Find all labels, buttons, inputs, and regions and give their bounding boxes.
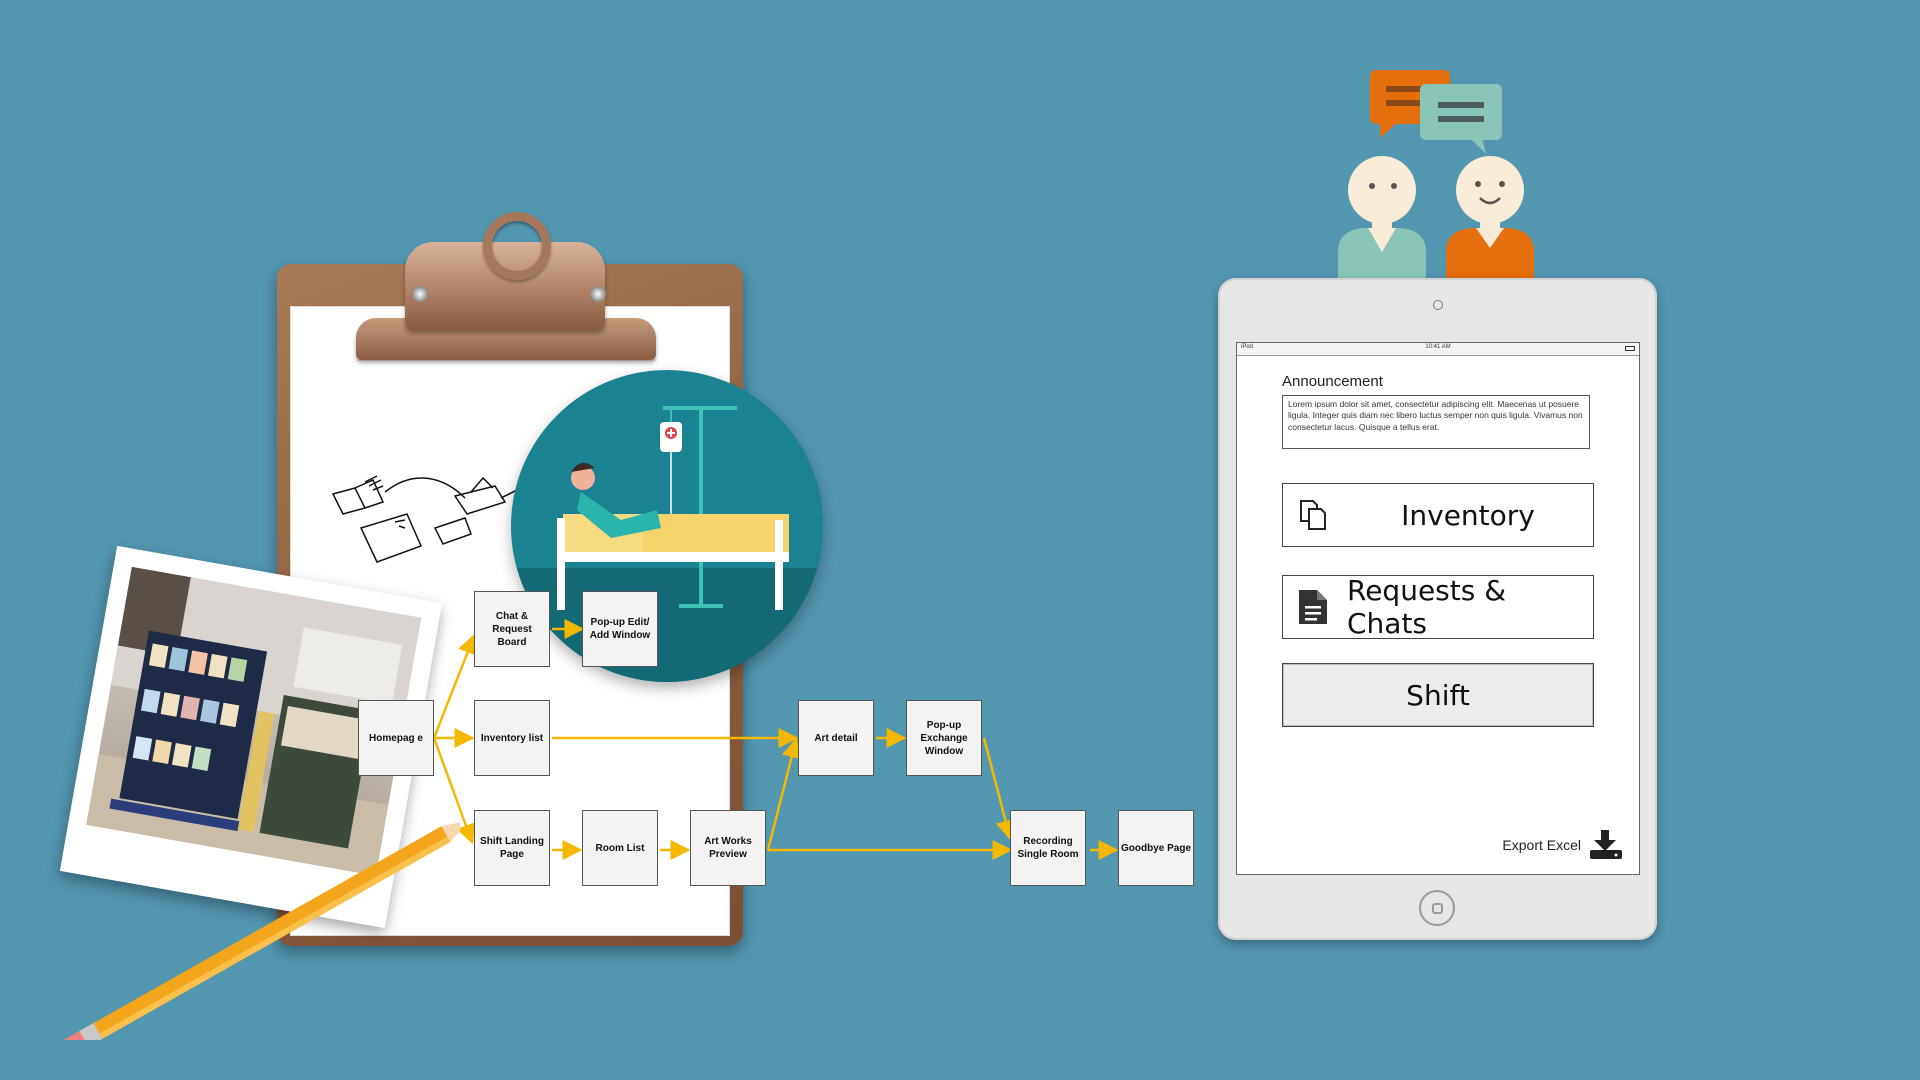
edge-homepage-chat	[432, 633, 477, 739]
requests-chats-button[interactable]: Requests & Chats	[1282, 574, 1594, 640]
flow-node-art-works-preview: Art Works Preview	[690, 810, 766, 886]
sketch-drawing	[331, 475, 518, 563]
clip-bolt-left	[412, 286, 428, 302]
tablet-screen: iPod 10:41 AM Announcement Lorem ipsum d…	[1236, 342, 1640, 875]
download-icon	[1590, 830, 1622, 859]
export-excel-label: Export Excel	[1502, 837, 1581, 853]
flow-node-popup-edit-window: Pop-up Edit/ Add Window	[582, 591, 658, 667]
polaroid-photo	[59, 545, 443, 929]
document-icon	[1283, 588, 1343, 626]
flow-node-inventory-list: Inventory list	[474, 700, 550, 776]
person-right-icon	[1446, 156, 1534, 284]
hospital-bed-illustration	[511, 370, 823, 682]
status-device: iPod	[1241, 344, 1254, 350]
announcement-text: Lorem ipsum dolor sit amet, consectetur …	[1282, 395, 1590, 449]
flow-node-art-detail: Art detail	[798, 700, 874, 776]
flow-node-room-list: Room List	[582, 810, 658, 886]
clip-ring	[483, 212, 551, 280]
flow-node-homepage: Homepag e	[358, 700, 434, 776]
edge-art-preview-art-detail	[766, 737, 802, 851]
flow-node-shift-landing-page: Shift Landing Page	[474, 810, 550, 886]
pencil-icon	[58, 820, 460, 1040]
requests-chats-button-label: Requests & Chats	[1347, 574, 1507, 640]
inventory-button[interactable]: Inventory	[1282, 483, 1594, 547]
export-excel-button[interactable]: Export Excel	[1502, 830, 1623, 860]
edge-homepage-shift	[432, 737, 476, 845]
status-time: 10:41 AM	[1425, 344, 1451, 350]
tablet-home-button[interactable]	[1419, 890, 1455, 926]
edge-popup-exchange-recording	[982, 737, 1016, 841]
clip-bolt-right	[590, 286, 606, 302]
art-cart-illustration	[86, 566, 422, 876]
art-cart-photo	[86, 566, 422, 876]
shift-button-label: Shift	[1406, 678, 1470, 712]
inventory-button-label: Inventory	[1401, 498, 1535, 532]
person-left-icon	[1338, 156, 1426, 284]
status-bar: iPod 10:41 AM	[1237, 343, 1639, 356]
announcement-title: Announcement	[1282, 373, 1383, 390]
copy-documents-icon	[1283, 497, 1343, 533]
chat-bubble-teal-icon	[1420, 84, 1502, 154]
people-chat-illustration	[1338, 70, 1534, 284]
flow-node-popup-exchange-window: Pop-up Exchange Window	[906, 700, 982, 776]
flow-node-chat-request-board: Chat & Request Board	[474, 591, 550, 667]
flow-node-goodbye-page: Goodbye Page	[1118, 810, 1194, 886]
battery-icon	[1625, 346, 1635, 351]
flow-node-recording-single-room: Recording Single Room	[1010, 810, 1086, 886]
tablet-camera	[1433, 300, 1443, 310]
shift-button[interactable]: Shift	[1282, 663, 1594, 727]
